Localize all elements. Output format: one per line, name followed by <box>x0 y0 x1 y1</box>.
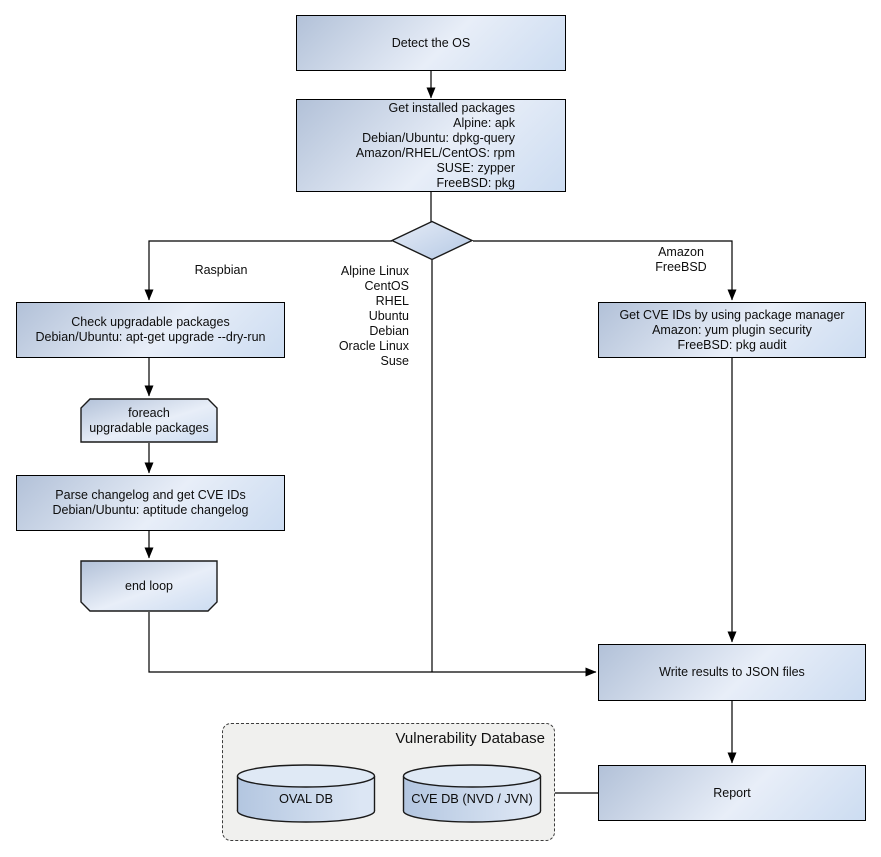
edge-endloop-to-write-results <box>148 612 597 677</box>
edge-label-oval-os-list: Alpine Linux CentOS RHEL Ubuntu Debian O… <box>338 264 409 368</box>
edge-decision-to-check-upgradable <box>144 240 392 301</box>
node-parse-changelog: Parse changelog and get CVE IDs Debian/U… <box>16 475 285 531</box>
node-get-cve-ids-label: Get CVE IDs by using package manager Ama… <box>619 307 845 352</box>
vulnerability-database-title: Vulnerability Database <box>395 730 545 747</box>
node-foreach-loop-start: foreach upgradable packages <box>80 398 218 443</box>
node-report: Report <box>598 765 866 821</box>
loop-end-shape-icon <box>80 560 218 612</box>
oval-db-cylinder: OVAL DB <box>236 764 376 824</box>
edge-label-raspbian: Raspbian <box>194 263 248 277</box>
node-get-installed-packages: Get installed packages Alpine: apk Debia… <box>296 99 566 192</box>
node-check-upgradable-packages-label: Check upgradable packages Debian/Ubuntu:… <box>35 315 266 344</box>
database-cylinder-icon <box>402 764 542 823</box>
node-get-cve-ids: Get CVE IDs by using package manager Ama… <box>598 302 866 358</box>
node-write-results: Write results to JSON files <box>598 644 866 701</box>
edge-label-pkg-audit-os: Amazon FreeBSD <box>655 245 707 274</box>
database-cylinder-icon <box>236 764 376 823</box>
node-write-results-label: Write results to JSON files <box>659 665 805 679</box>
node-end-loop: end loop <box>80 560 218 612</box>
node-end-loop-label: end loop <box>125 578 173 593</box>
node-report-label: Report <box>713 785 751 800</box>
node-parse-changelog-label: Parse changelog and get CVE IDs Debian/U… <box>52 488 249 517</box>
oval-db-label: OVAL DB <box>278 790 334 806</box>
loop-start-shape-icon <box>80 398 218 443</box>
cve-db-label: CVE DB (NVD / JVN) <box>411 790 533 806</box>
node-foreach-label: foreach upgradable packages <box>89 405 209 435</box>
node-os-decision <box>390 220 474 262</box>
cve-db-cylinder: CVE DB (NVD / JVN) <box>402 764 542 824</box>
node-check-upgradable-packages: Check upgradable packages Debian/Ubuntu:… <box>16 302 285 358</box>
node-detect-os-label: Detect the OS <box>391 35 471 50</box>
node-get-installed-packages-label: Get installed packages Alpine: apk Debia… <box>355 100 515 190</box>
os-decision-diamond-icon <box>390 220 474 261</box>
node-detect-os: Detect the OS <box>296 15 566 71</box>
edge-decision-to-get-cve <box>473 240 737 301</box>
